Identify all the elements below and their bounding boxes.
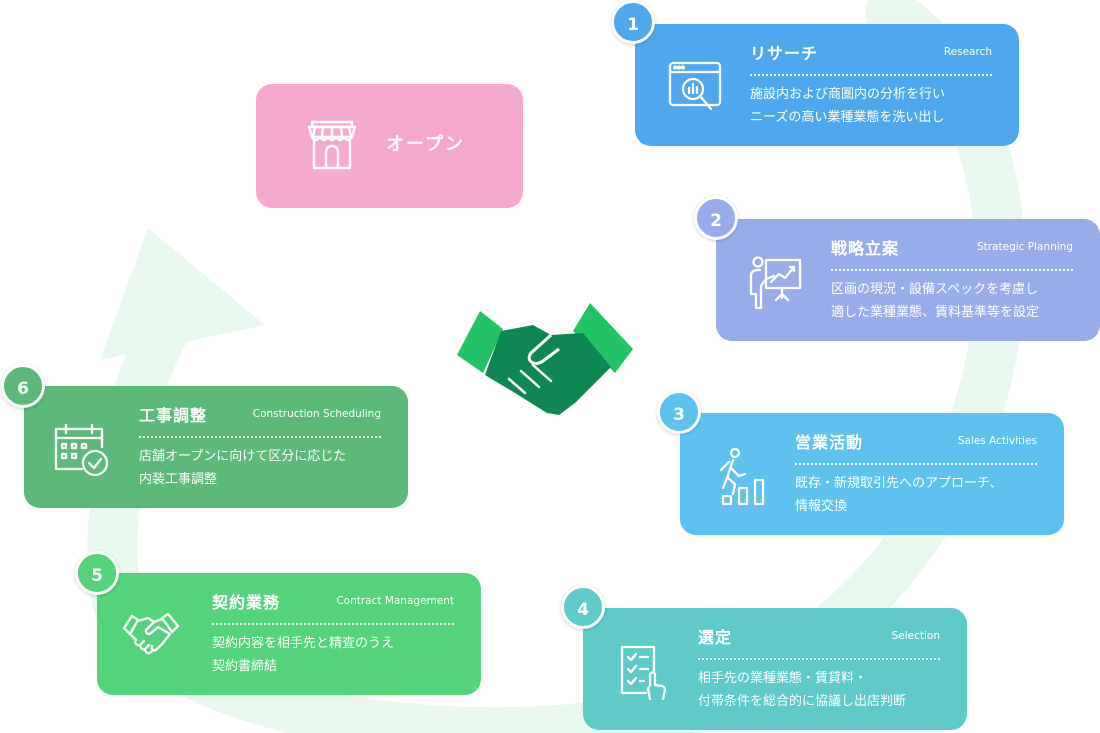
step-card-sales-activities: 営業活動 Sales Activities 既存・新規取引先へのアプローチ、情報… bbox=[680, 413, 1064, 535]
step-description: 相手先の業種業態・賃貸料・付帯条件を総合的に協議し出店判断 bbox=[698, 671, 907, 709]
step-number-badge: 3 bbox=[657, 390, 701, 434]
step-en-title: Construction Scheduling bbox=[252, 408, 381, 420]
storefront-icon bbox=[303, 118, 361, 176]
step-en-title: Contract Management bbox=[336, 595, 454, 607]
step-en-title: Research bbox=[943, 46, 992, 58]
step-description: 既存・新規取引先へのアプローチ、情報交換 bbox=[795, 476, 1003, 514]
dotted-divider bbox=[698, 658, 940, 660]
dotted-divider bbox=[139, 436, 381, 438]
research-icon bbox=[667, 59, 725, 117]
step-title: 営業活動 bbox=[795, 433, 864, 452]
center-handshake-icon bbox=[455, 303, 635, 423]
handshake-outline-icon bbox=[122, 608, 180, 666]
dotted-divider bbox=[750, 74, 992, 76]
dotted-divider bbox=[831, 269, 1073, 271]
step-number-badge: 4 bbox=[561, 585, 605, 629]
calendar-check-icon bbox=[52, 421, 110, 479]
step-title: 戦略立案 bbox=[831, 239, 900, 258]
step-number-badge: 1 bbox=[611, 0, 655, 44]
dotted-divider bbox=[212, 623, 454, 625]
step-title: 工事調整 bbox=[139, 406, 208, 425]
step-title: リサーチ bbox=[750, 44, 819, 63]
step-description: 施設内および商圏内の分析を行いニーズの高い業種業態を洗い出し bbox=[750, 87, 946, 125]
open-label: オープン bbox=[386, 134, 465, 155]
presentation-icon bbox=[746, 254, 804, 312]
checklist-icon bbox=[616, 643, 674, 701]
step-card-construction-scheduling: 工事調整 Construction Scheduling 店舗オープンに向けて区… bbox=[24, 386, 408, 508]
step-description: 契約内容を相手先と精査のうえ契約書締結 bbox=[212, 636, 395, 674]
dotted-divider bbox=[795, 463, 1037, 465]
step-number-badge: 2 bbox=[694, 196, 738, 240]
open-card: オープン bbox=[256, 84, 523, 208]
step-description: 区画の現況・設備スペックを考慮し適した業種業態、賃料基準等を設定 bbox=[831, 282, 1040, 320]
step-card-research: リサーチ Research 施設内および商圏内の分析を行いニーズの高い業種業態を… bbox=[635, 24, 1019, 146]
step-title: 契約業務 bbox=[212, 593, 281, 612]
step-en-title: Selection bbox=[891, 630, 940, 642]
step-card-contract-management: 契約業務 Contract Management 契約内容を相手先と精査のうえ契… bbox=[97, 573, 481, 695]
step-card-selection: 選定 Selection 相手先の業種業態・賃貸料・付帯条件を総合的に協議し出店… bbox=[583, 608, 967, 730]
step-card-strategic-planning: 戦略立案 Strategic Planning 区画の現況・設備スペックを考慮し… bbox=[716, 219, 1100, 341]
step-title: 選定 bbox=[698, 628, 733, 647]
step-description: 店舗オープンに向けて区分に応じた内装工事調整 bbox=[139, 449, 347, 487]
step-number-badge: 5 bbox=[75, 551, 119, 595]
step-number-badge: 6 bbox=[1, 364, 45, 408]
step-en-title: Strategic Planning bbox=[976, 241, 1073, 253]
step-en-title: Sales Activities bbox=[957, 435, 1037, 447]
climbing-steps-icon bbox=[713, 448, 771, 506]
